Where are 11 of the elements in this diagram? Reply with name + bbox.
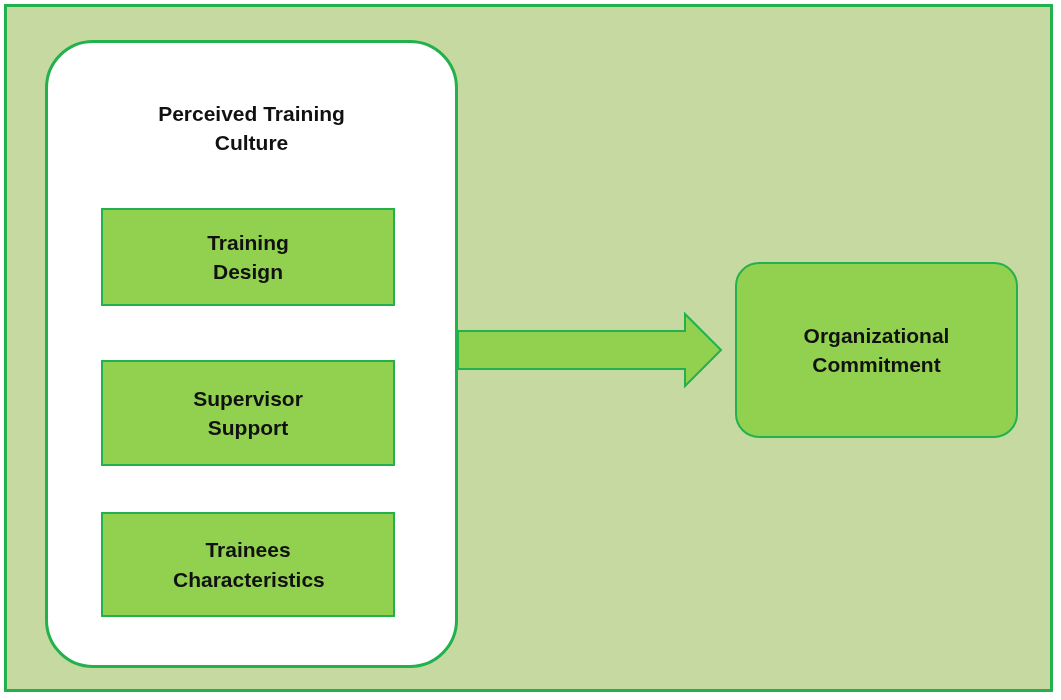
box-label: Training Design xyxy=(206,229,290,285)
group-heading: Perceived Training Culture xyxy=(157,101,346,157)
process-box xyxy=(101,360,395,466)
process-box xyxy=(101,208,395,306)
box-label: Supervisor Support xyxy=(192,385,304,441)
rounded-box xyxy=(735,262,1018,438)
block-arrow xyxy=(457,311,723,389)
box-label: Trainees Characteristics xyxy=(173,537,323,593)
box-label: Organizational Commitment xyxy=(802,322,951,378)
process-box xyxy=(101,512,395,617)
group-panel xyxy=(45,40,458,668)
